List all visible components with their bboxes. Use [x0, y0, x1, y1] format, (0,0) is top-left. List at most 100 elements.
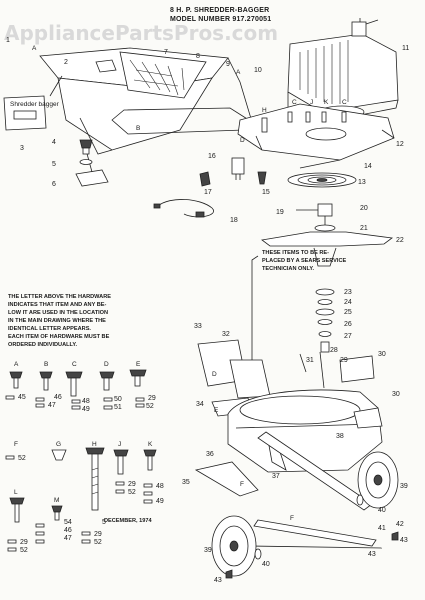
- callout-numbers: 2 7 8 9 10 11 12 13 14 15 16 17 18 19 20…: [6, 37, 409, 584]
- model-number: MODEL NUMBER 917.270051: [170, 16, 271, 23]
- svg-text:24: 24: [344, 299, 352, 306]
- bagger-frame: [3, 47, 253, 187]
- svg-text:3: 3: [20, 145, 24, 152]
- svg-text:D: D: [212, 371, 217, 378]
- svg-text:49: 49: [82, 406, 90, 413]
- bag-label-line1: Shredder bagger: [10, 101, 60, 108]
- svg-text:21: 21: [360, 225, 368, 232]
- svg-text:52: 52: [18, 455, 26, 462]
- hardware-part-numbers: 45 46 47 48 49 50 51 29 52 52 29 52 48 4…: [18, 394, 164, 554]
- svg-text:40: 40: [378, 507, 386, 514]
- svg-text:39: 39: [400, 483, 408, 490]
- svg-text:45: 45: [18, 394, 26, 401]
- svg-text:18: 18: [230, 217, 238, 224]
- svg-text:K: K: [324, 99, 329, 106]
- svg-text:26: 26: [344, 321, 352, 328]
- diagram-title: 8 H. P. SHREDDER-BAGGER: [170, 7, 269, 14]
- svg-text:IDENTICAL LETTER APPEARS: IDENTICAL LETTER APPEARS.: [8, 326, 91, 332]
- svg-text:43: 43: [214, 577, 222, 584]
- svg-text:35: 35: [182, 479, 190, 486]
- svg-text:C: C: [342, 99, 347, 106]
- svg-text:42: 42: [396, 521, 404, 528]
- svg-text:M: M: [54, 497, 59, 504]
- svg-text:22: 22: [396, 237, 404, 244]
- wheel-part-39-right: [357, 451, 399, 509]
- svg-text:39: 39: [204, 547, 212, 554]
- svg-text:30: 30: [392, 391, 400, 398]
- svg-text:33: 33: [194, 323, 202, 330]
- svg-text:THE LETTER ABOVE THE HARDWARE: THE LETTER ABOVE THE HARDWARE: [8, 294, 111, 300]
- housing-part-12: [237, 103, 395, 161]
- service-note: THESE ITEMS TO BE RE- PLACED BY A SEARS …: [262, 250, 347, 272]
- svg-text:34: 34: [196, 401, 204, 408]
- svg-text:A: A: [32, 45, 37, 52]
- svg-text:38: 38: [336, 433, 344, 440]
- coil-part-13-14: [287, 159, 357, 188]
- washers-part-40-43: [225, 494, 399, 579]
- svg-text:48: 48: [82, 398, 90, 405]
- svg-text:23: 23: [344, 289, 352, 296]
- svg-text:G: G: [56, 441, 61, 448]
- hardware-legend: [5, 369, 157, 552]
- svg-text:IN THE MAIN DRAWING WHERE THE: IN THE MAIN DRAWING WHERE THE: [8, 318, 106, 324]
- svg-text:C: C: [292, 99, 297, 106]
- svg-text:28: 28: [330, 347, 338, 354]
- bolt-part-15: [257, 171, 267, 185]
- svg-text:31: 31: [306, 357, 314, 364]
- svg-text:1: 1: [6, 37, 10, 44]
- svg-text:12: 12: [396, 141, 404, 148]
- svg-text:C: C: [72, 361, 77, 368]
- watermark: AppliancePartsPros.com: [4, 21, 278, 45]
- svg-text:29: 29: [128, 481, 136, 488]
- svg-text:46: 46: [64, 527, 72, 534]
- svg-text:25: 25: [344, 309, 352, 316]
- svg-text:H: H: [262, 107, 267, 114]
- svg-text:L: L: [14, 489, 18, 496]
- svg-text:52: 52: [20, 547, 28, 554]
- svg-text:29: 29: [148, 395, 156, 402]
- svg-text:4: 4: [52, 139, 56, 146]
- svg-text:B: B: [44, 361, 48, 368]
- spacer-stack-part-23-28: [315, 288, 335, 353]
- svg-text:27: 27: [344, 333, 352, 340]
- hardware-letters: A B C D E F G H J K L M A A B C C H J K …: [14, 45, 347, 522]
- svg-text:30: 30: [378, 351, 386, 358]
- svg-text:A: A: [236, 69, 241, 76]
- svg-text:29: 29: [20, 539, 28, 546]
- svg-text:29: 29: [340, 357, 348, 364]
- knob-part-4: [79, 139, 93, 165]
- svg-text:LOW IT ARE USED IN THE LOCATIO: LOW IT ARE USED IN THE LOCATION: [8, 310, 108, 316]
- svg-text:41: 41: [378, 525, 386, 532]
- svg-text:F: F: [290, 515, 294, 522]
- svg-text:46: 46: [54, 394, 62, 401]
- svg-text:52: 52: [146, 403, 154, 410]
- svg-text:D: D: [240, 137, 245, 144]
- svg-text:6: 6: [52, 181, 56, 188]
- svg-text:7: 7: [164, 49, 168, 56]
- svg-text:47: 47: [48, 402, 56, 409]
- svg-text:48: 48: [156, 483, 164, 490]
- svg-text:F: F: [240, 481, 244, 488]
- wheel-part-39-left: [211, 515, 257, 577]
- svg-text:ORDERED INDIVIDUALLY.: ORDERED INDIVIDUALLY.: [8, 342, 78, 348]
- svg-text:J: J: [310, 99, 313, 106]
- date-stamp: DECEMBER, 1974: [104, 518, 152, 524]
- blade-assembly-part-19-22: [261, 203, 394, 267]
- svg-text:16: 16: [208, 153, 216, 160]
- axle-bars: [194, 431, 383, 549]
- svg-text:8: 8: [196, 53, 200, 60]
- svg-text:10: 10: [254, 67, 262, 74]
- svg-text:9: 9: [226, 61, 230, 68]
- svg-text:52: 52: [94, 539, 102, 546]
- svg-text:F: F: [14, 441, 18, 448]
- svg-text:37: 37: [272, 473, 280, 480]
- svg-text:J: J: [118, 441, 121, 448]
- svg-text:H: H: [92, 441, 97, 448]
- svg-text:43: 43: [368, 551, 376, 558]
- svg-text:EACH ITEM OF HARDWARE MUST BE: EACH ITEM OF HARDWARE MUST BE: [8, 334, 110, 340]
- lower-frame: [197, 339, 383, 473]
- housing-fasteners: [261, 111, 347, 133]
- svg-text:5: 5: [102, 519, 106, 526]
- svg-text:E: E: [136, 361, 141, 368]
